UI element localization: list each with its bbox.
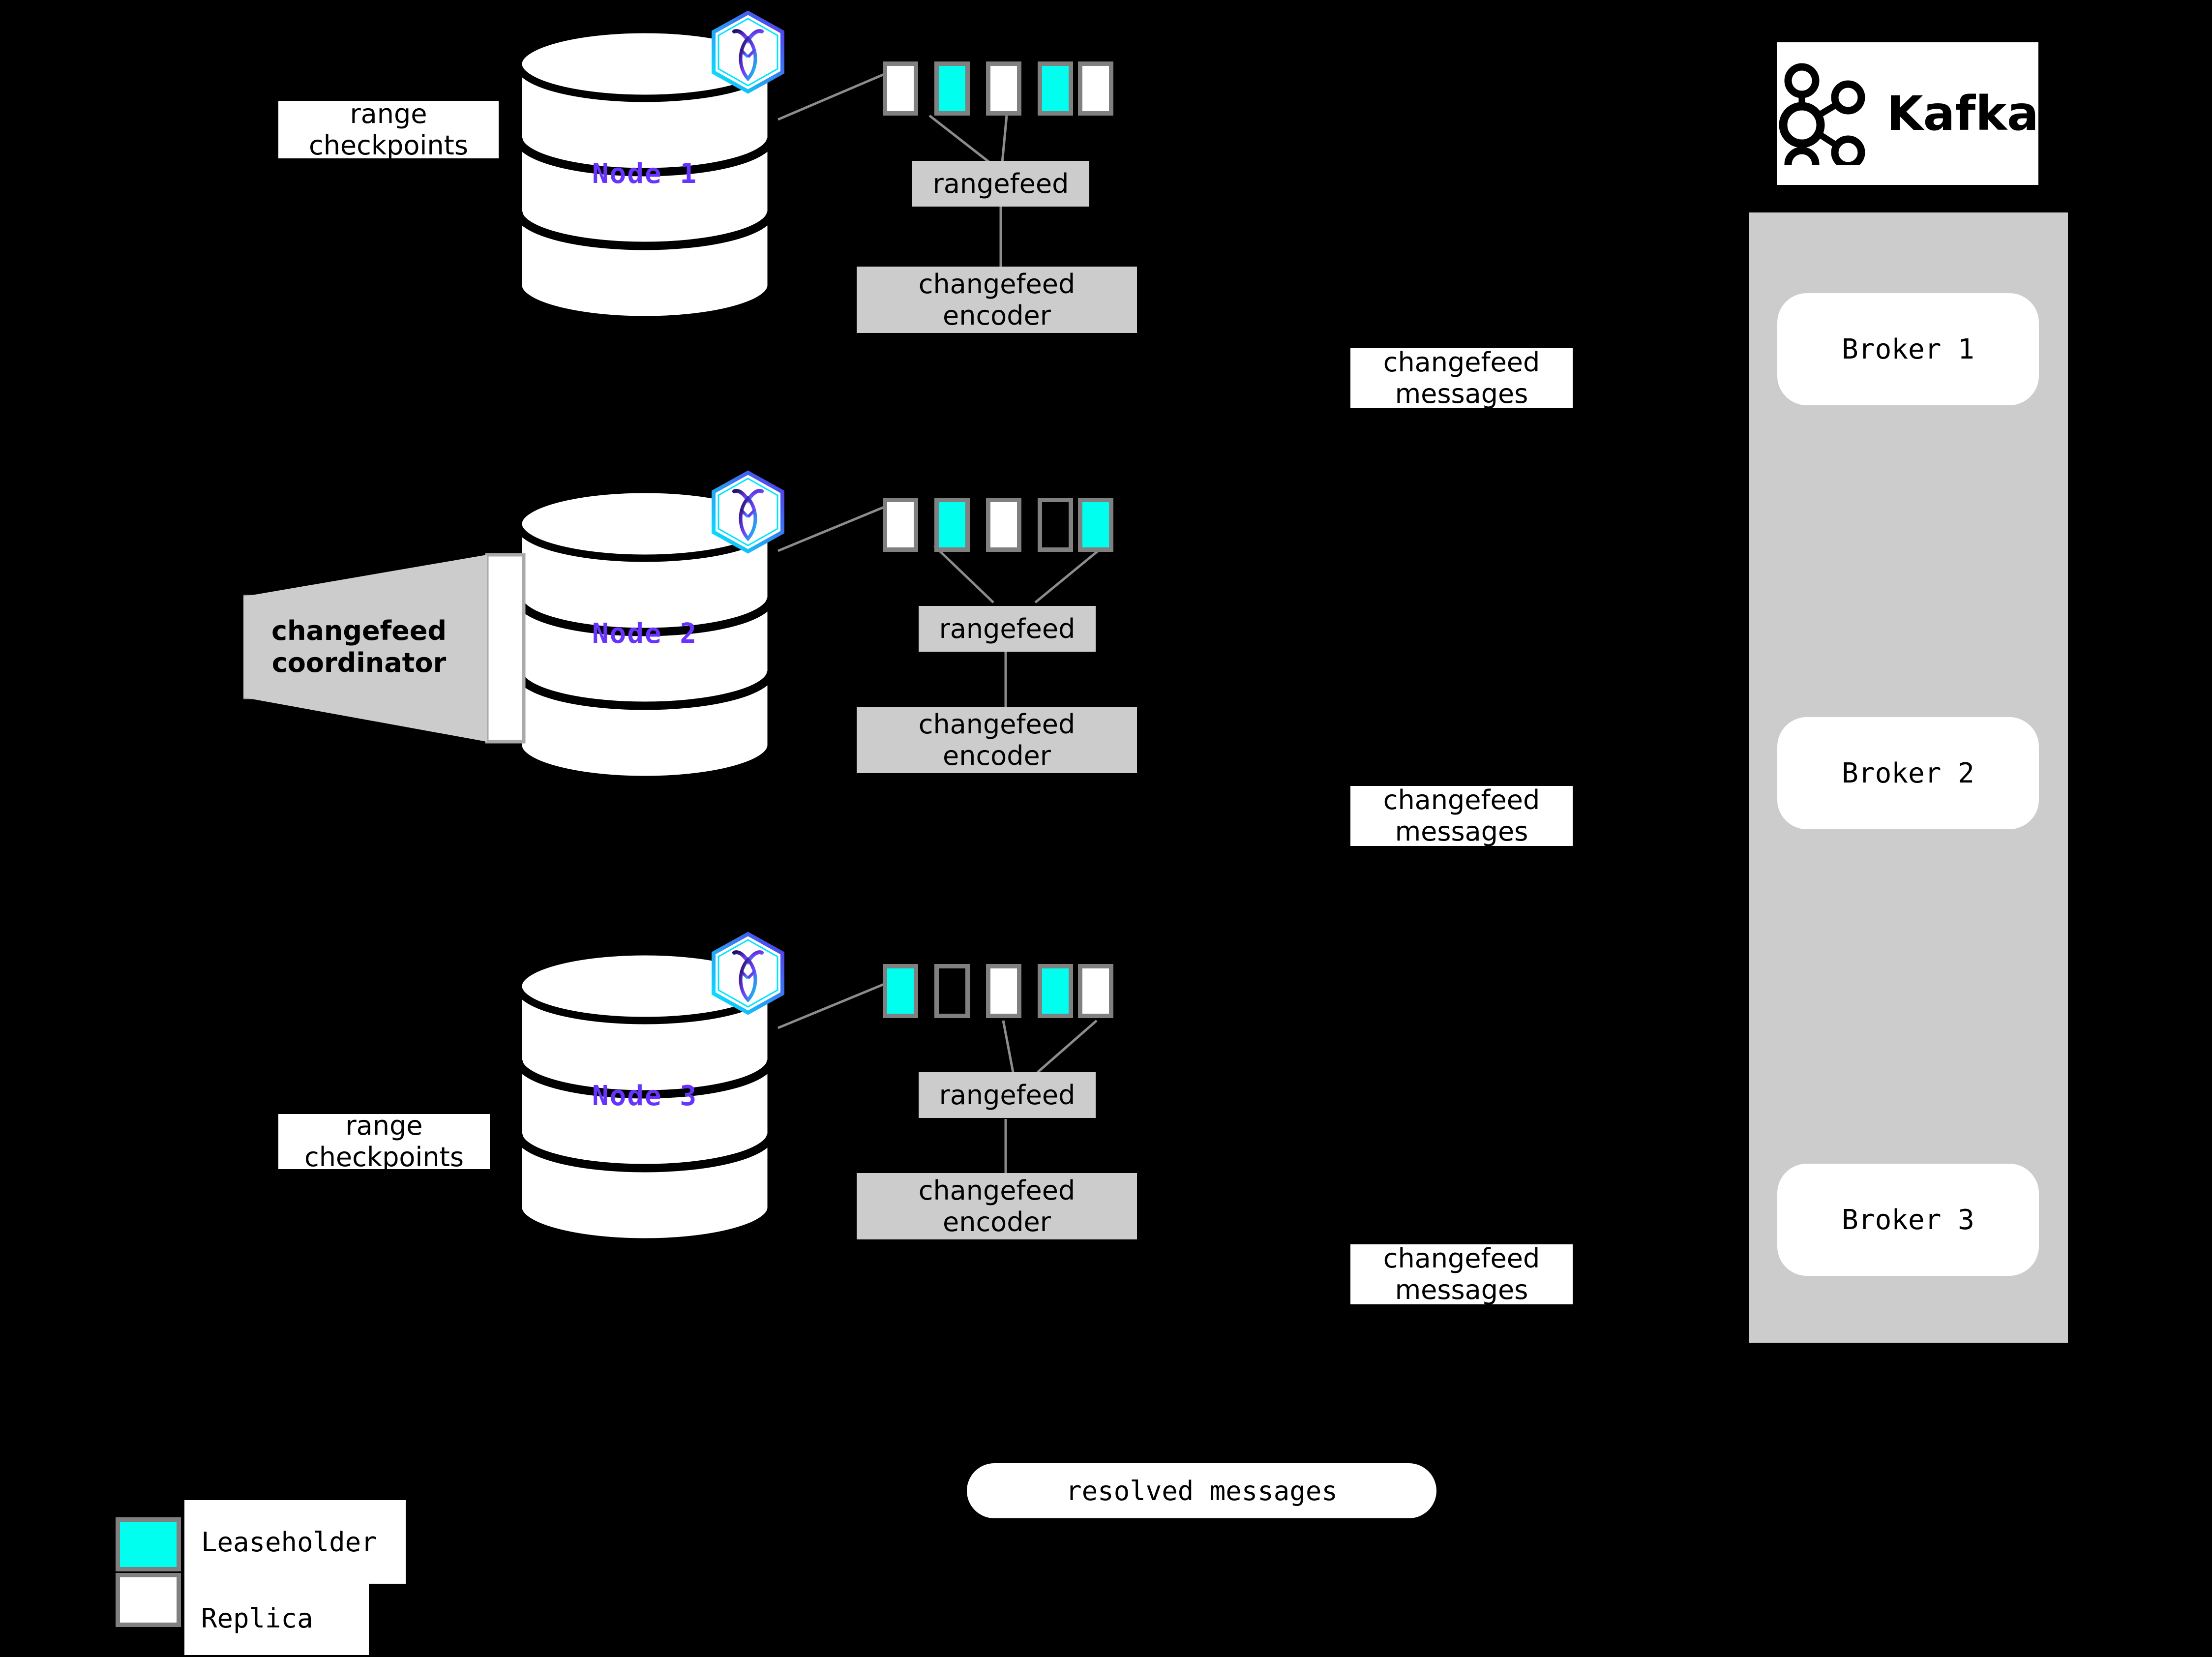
- broker-3[interactable]: Broker 3: [1777, 1164, 2039, 1276]
- broker-2[interactable]: Broker 2: [1777, 717, 2039, 829]
- node-1-label: Node 1: [592, 158, 698, 190]
- leaseholder-box: [883, 964, 918, 1018]
- range-checkpoints-line1: range: [345, 1114, 423, 1142]
- replica-box: [986, 964, 1021, 1018]
- legend-label-leaseholder: Leaseholder: [184, 1500, 406, 1584]
- range-checkpoints-line1: range: [350, 101, 427, 129]
- replica-box: [883, 498, 918, 552]
- changefeed-coordinator-box: changefeed coordinator: [243, 597, 475, 697]
- range-checkpoints-line2: checkpoints: [309, 129, 468, 159]
- encoder-line1: changefeed: [918, 1175, 1076, 1206]
- leaseholder-box: [1078, 498, 1113, 552]
- leaseholder-box: [934, 498, 970, 552]
- replica-box: [1078, 61, 1113, 116]
- broker-1[interactable]: Broker 1: [1777, 293, 2039, 405]
- node-3-cylinder: Node 3: [514, 949, 775, 1244]
- legend-swatch-leaseholder: [116, 1517, 181, 1571]
- replica-box-empty: [934, 964, 970, 1018]
- changefeed-messages-label-1: changefeed messages: [1350, 348, 1573, 408]
- cfm-line1: changefeed: [1383, 1244, 1540, 1274]
- node-2-cylinder: Node 2: [514, 487, 775, 782]
- replica-box-empty: [1038, 498, 1073, 552]
- node-1-cylinder: Node 1: [514, 27, 775, 322]
- replica-box: [1078, 964, 1113, 1018]
- legend-text-replica: Replica: [201, 1602, 313, 1634]
- rangefeed-box-node-1: rangefeed: [912, 161, 1089, 207]
- leaseholder-box: [934, 61, 970, 116]
- leaseholder-box: [1038, 61, 1073, 116]
- kafka-logo-text: Kafka: [1886, 86, 2039, 141]
- cfm-line1: changefeed: [1383, 348, 1540, 378]
- node-3-label: Node 3: [592, 1080, 698, 1112]
- rangefeed-box-node-3: rangefeed: [919, 1072, 1096, 1118]
- changefeed-coordinator-callout: changefeed coordinator: [243, 550, 529, 747]
- range-checkpoints-line2: checkpoints: [304, 1142, 464, 1169]
- cfm-line2: messages: [1395, 378, 1528, 408]
- cockroachdb-hex-icon: [709, 10, 787, 94]
- range-checkpoints-label-node-3: range checkpoints: [278, 1114, 490, 1169]
- legend-label-replica: Replica: [184, 1581, 369, 1655]
- replica-box: [986, 498, 1021, 552]
- kafka-node-graph-icon: [1779, 63, 1865, 165]
- encoder-line1: changefeed: [918, 268, 1076, 300]
- legend-text-leaseholder: Leaseholder: [201, 1526, 377, 1558]
- changefeed-encoder-box-node-1: changefeed encoder: [857, 267, 1137, 333]
- broker-1-label: Broker 1: [1842, 333, 1974, 365]
- broker-3-label: Broker 3: [1842, 1204, 1974, 1236]
- encoder-line1: changefeed: [918, 708, 1076, 740]
- broker-2-label: Broker 2: [1842, 757, 1974, 789]
- cfm-line1: changefeed: [1383, 786, 1540, 816]
- replica-box: [883, 61, 918, 116]
- cfm-line2: messages: [1395, 816, 1528, 846]
- changefeed-messages-label-2: changefeed messages: [1350, 786, 1573, 846]
- legend-swatch-replica: [116, 1573, 181, 1627]
- cfm-line2: messages: [1395, 1274, 1528, 1304]
- encoder-line2: encoder: [943, 740, 1051, 771]
- changefeed-messages-label-3: changefeed messages: [1350, 1244, 1573, 1304]
- encoder-line2: encoder: [943, 300, 1051, 331]
- changefeed-encoder-box-node-2: changefeed encoder: [857, 707, 1137, 773]
- panel-arrow-ticks: [2068, 303, 2093, 913]
- coordinator-line1: changefeed: [271, 615, 447, 646]
- cockroachdb-hex-icon: [709, 931, 787, 1016]
- node-2-label: Node 2: [592, 618, 698, 650]
- range-checkpoints-label-node-1: range checkpoints: [278, 101, 499, 158]
- cockroachdb-hex-icon: [709, 470, 787, 554]
- changefeed-encoder-box-node-3: changefeed encoder: [857, 1173, 1137, 1239]
- coordinator-line2: coordinator: [271, 647, 447, 678]
- resolved-messages-label: resolved messages: [1066, 1475, 1338, 1506]
- resolved-messages-pill: resolved messages: [967, 1463, 1436, 1518]
- kafka-logo: Kafka: [1777, 42, 2039, 185]
- rangefeed-box-node-2: rangefeed: [919, 606, 1096, 652]
- leaseholder-box: [1038, 964, 1073, 1018]
- replica-box: [986, 61, 1021, 116]
- encoder-line2: encoder: [943, 1206, 1051, 1237]
